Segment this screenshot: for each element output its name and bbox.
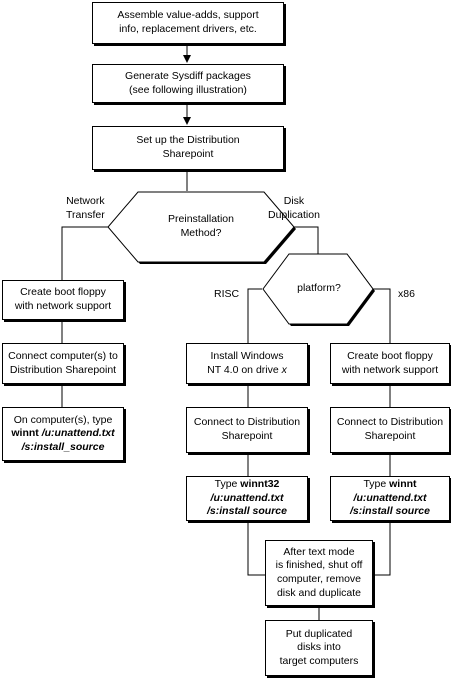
net-floppy-line-1: Create boot floppy	[20, 286, 106, 299]
x86-label: x86	[398, 288, 415, 300]
aftertext-line-3: computer, remove	[276, 573, 362, 585]
net-type-command-box: On computer(s), type winnt /u:unattend.t…	[2, 407, 124, 461]
risc-type-cmd: winnt32	[240, 478, 280, 491]
connector-x86-type-to-aftertext	[373, 521, 391, 576]
connector-risc-type-to-aftertext	[247, 521, 265, 576]
x86-floppy-line-2: with network support	[341, 363, 439, 376]
platform-line-1: platform?	[297, 282, 341, 295]
assemble-line-2: info, replacement drivers, etc.	[119, 23, 257, 35]
method-line-1: Preinstallation	[168, 213, 234, 226]
net-connect-line-2: Distribution Sharepoint	[9, 363, 117, 376]
net-type-arg1: /u:unattend.txt	[41, 427, 115, 440]
x86-type-word: Type	[363, 478, 390, 491]
method-diamond	[107, 191, 295, 263]
aftertext-line-4: disk and duplicate	[276, 586, 362, 599]
net-boot-floppy-box: Create boot floppy with network support	[2, 280, 124, 320]
net-floppy-line-2: with network support	[14, 300, 112, 312]
sysdiff-step-box: Generate Sysdiff packages (see following…	[92, 64, 284, 103]
connector-platform-x86	[372, 288, 391, 343]
x86-connect-line-1: Connect to Distribution	[336, 416, 444, 429]
x86-connect-box: Connect to Distribution Sharepoint	[330, 407, 450, 453]
after-text-mode-box: After text mode is finished, shut off co…	[265, 540, 373, 606]
putdup-line-1: Put duplicated	[285, 627, 353, 640]
net-type-cmd: winnt	[11, 427, 39, 440]
net-connect-line-1: Connect computer(s) to	[8, 349, 118, 362]
risc-install-box: Install Windows NT 4.0 on drive x	[186, 343, 308, 384]
risc-install-drive: x	[281, 363, 287, 376]
aftertext-line-1: After text mode	[283, 545, 355, 558]
risc-type-arg2: /s:install source	[207, 505, 287, 518]
network-label-line-2: Transfer	[66, 208, 105, 221]
risc-type-arg1: /u:unattend.txt	[210, 491, 284, 504]
risc-type-line-1: Type winnt32	[215, 478, 280, 492]
net-type-arg2: /s:install_source	[21, 440, 105, 453]
setup-line-2: Sharepoint	[162, 148, 214, 160]
x86-type-cmd: winnt	[389, 478, 417, 491]
connector-platform-risc	[247, 288, 262, 343]
platform-diamond	[262, 253, 374, 325]
risc-install-line-2-text: NT 4.0 on drive	[207, 363, 282, 376]
disk-label-line-1: Disk	[283, 195, 305, 207]
disk-duplication-label: Disk Duplication	[268, 195, 320, 222]
x86-boot-floppy-box: Create boot floppy with network support	[330, 343, 450, 384]
net-connect-box: Connect computer(s) to Distribution Shar…	[2, 343, 124, 384]
x86-type-arg1: /u:unattend.txt	[353, 491, 427, 504]
assemble-step-box: Assemble value-adds, support info, repla…	[92, 2, 284, 44]
risc-connect-line-2: Sharepoint	[221, 430, 273, 442]
risc-connect-box: Connect to Distribution Sharepoint	[186, 407, 308, 453]
aftertext-line-2: is finished, shut off	[275, 559, 363, 572]
setup-line-1: Set up the Distribution	[136, 134, 240, 147]
connector-method-network	[61, 226, 110, 280]
put-duplicated-disks-box: Put duplicated disks into target compute…	[265, 620, 373, 676]
x86-connect-line-2: Sharepoint	[364, 430, 416, 442]
sysdiff-line-2: (see following illustration)	[129, 83, 247, 96]
risc-install-line-1: Install Windows	[210, 349, 284, 362]
x86-type-line-1: Type winnt	[363, 478, 416, 492]
x86-floppy-line-1: Create boot floppy	[347, 349, 433, 362]
risc-connect-line-1: Connect to Distribution	[193, 416, 301, 429]
network-label-line-1: Network	[66, 195, 105, 207]
disk-label-line-2: Duplication	[268, 208, 320, 221]
risc-install-line-2: NT 4.0 on drive x	[207, 364, 287, 378]
sysdiff-line-1: Generate Sysdiff packages	[125, 69, 251, 82]
method-line-2: Method?	[180, 227, 222, 239]
network-transfer-label: Network Transfer	[66, 195, 105, 222]
x86-type-arg2: /s:install source	[350, 505, 430, 518]
platform-decision-text: platform?	[270, 258, 368, 320]
x86-type-command-box: Type winnt /u:unattend.txt /s:install so…	[330, 476, 450, 521]
assemble-line-1: Assemble value-adds, support	[117, 9, 259, 22]
risc-type-word: Type	[214, 478, 241, 491]
risc-label: RISC	[214, 288, 240, 300]
putdup-line-2: disks into	[297, 641, 341, 654]
method-decision-text: Preinstallation Method?	[120, 196, 282, 258]
putdup-line-3: target computers	[279, 654, 359, 667]
net-type-line-1: On computer(s), type	[13, 413, 113, 426]
setup-sharepoint-box: Set up the Distribution Sharepoint	[92, 126, 284, 170]
risc-type-command-box: Type winnt32 /u:unattend.txt /s:install …	[186, 476, 308, 521]
net-type-line-2: winnt /u:unattend.txt	[11, 427, 114, 441]
